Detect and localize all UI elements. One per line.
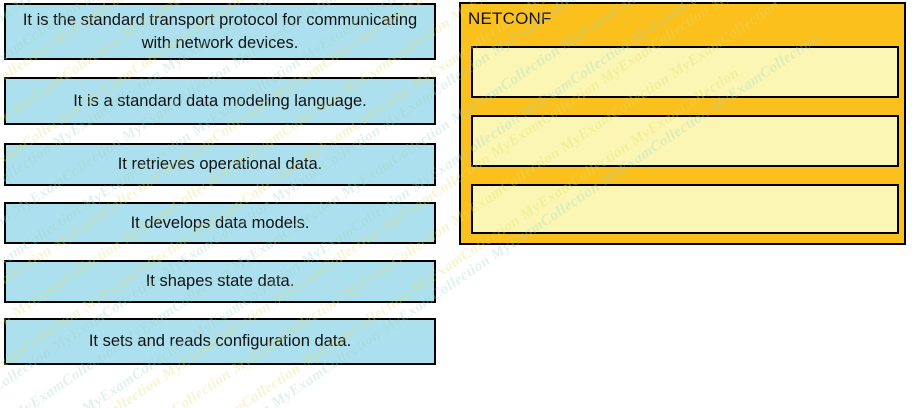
option-tile[interactable]: It retrieves operational data. (4, 143, 436, 186)
option-tile-label: It is the standard transport protocol fo… (22, 11, 418, 52)
option-tile[interactable]: It is a standard data modeling language. (4, 77, 436, 125)
option-tile[interactable]: It develops data models. (4, 202, 436, 244)
options-column: It is the standard transport protocol fo… (4, 0, 438, 408)
option-tile-label: It sets and reads configuration data. (88, 332, 352, 351)
option-tile-label: It retrieves operational data. (117, 155, 323, 174)
netconf-drop-panel[interactable]: NETCONF (459, 2, 906, 245)
option-tile-label: It develops data models. (130, 213, 310, 232)
drop-slot[interactable] (471, 184, 899, 234)
drop-slot[interactable] (471, 46, 899, 98)
option-tile[interactable]: It is the standard transport protocol fo… (4, 3, 436, 60)
option-tile[interactable]: It shapes state data. (4, 260, 436, 303)
netconf-panel-title: NETCONF (468, 9, 552, 28)
option-tile[interactable]: It sets and reads configuration data. (4, 318, 436, 365)
drop-slot[interactable] (471, 115, 899, 167)
option-tile-label: It is a standard data modeling language. (73, 91, 367, 110)
option-tile-label: It shapes state data. (145, 272, 295, 291)
